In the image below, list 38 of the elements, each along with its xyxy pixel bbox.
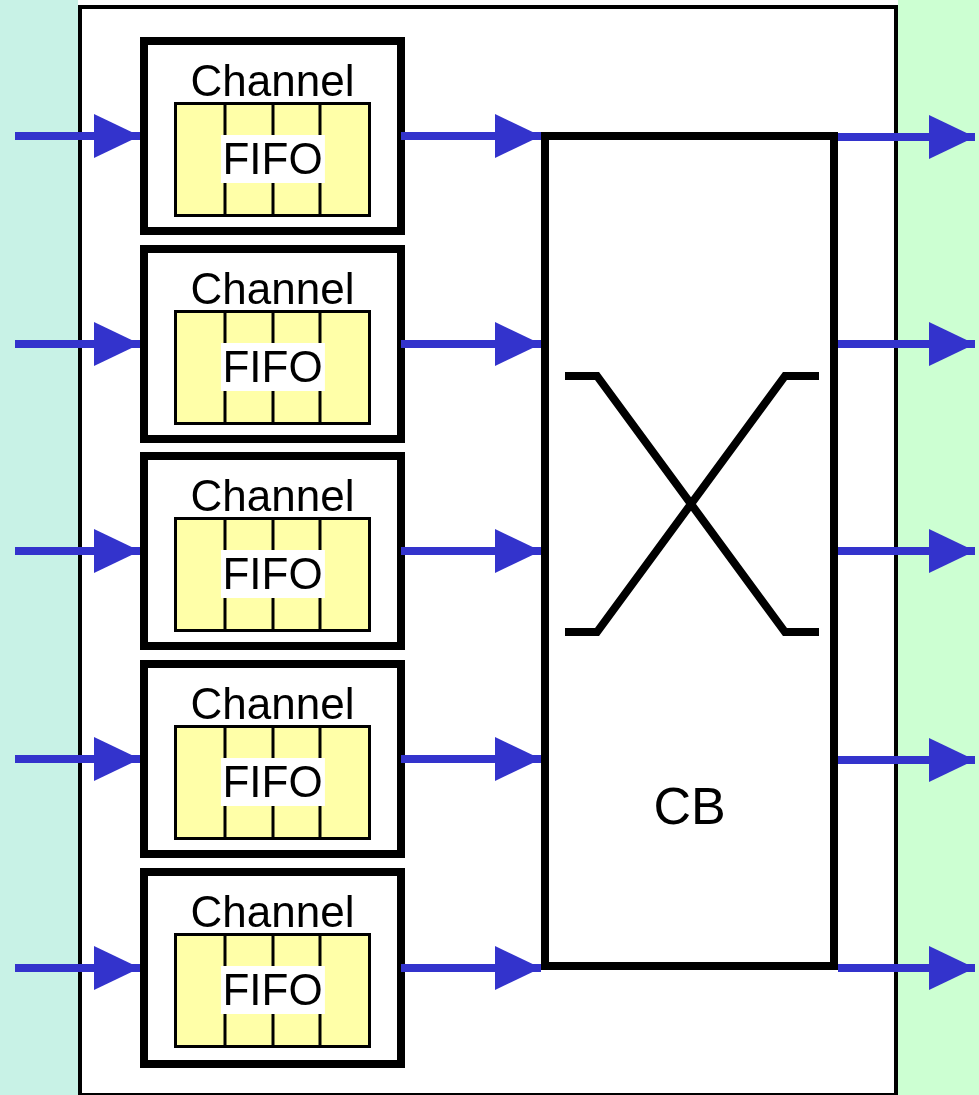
channel-box xyxy=(140,245,405,443)
fifo-label: FIFO xyxy=(220,966,325,1015)
fifo-label: FIFO xyxy=(220,758,325,807)
arrow xyxy=(15,322,140,366)
fifo-buffer xyxy=(174,517,371,632)
fifo-buffer xyxy=(174,102,371,217)
channel-label: Channel xyxy=(190,474,355,518)
channel-box xyxy=(140,452,405,650)
crossbar-box xyxy=(541,132,838,970)
arrow xyxy=(401,322,541,366)
arrow xyxy=(401,114,541,158)
channel-label: Channel xyxy=(190,890,355,934)
arrow xyxy=(15,114,140,158)
fifo-label: FIFO xyxy=(220,550,325,599)
crossbar-label: CB xyxy=(653,780,726,832)
arrow xyxy=(838,529,975,573)
fifo-buffer xyxy=(174,933,371,1048)
channel-box xyxy=(140,37,405,235)
channel-box xyxy=(140,660,405,858)
arrow xyxy=(838,322,975,366)
arrow xyxy=(838,946,975,990)
arrow xyxy=(15,737,140,781)
channel-label: Channel xyxy=(190,267,355,311)
arrow xyxy=(15,946,140,990)
arrow xyxy=(401,946,541,990)
fifo-buffer xyxy=(174,725,371,840)
fifo-buffer xyxy=(174,310,371,425)
arrow xyxy=(401,529,541,573)
fifo-label: FIFO xyxy=(220,343,325,392)
arrow xyxy=(838,115,975,159)
channel-box xyxy=(140,868,405,1068)
channel-label: Channel xyxy=(190,682,355,726)
system-box xyxy=(78,5,898,1095)
channel-label: Channel xyxy=(190,59,355,103)
arrow xyxy=(15,529,140,573)
arrow xyxy=(838,738,975,782)
fifo-label: FIFO xyxy=(220,135,325,184)
arrow xyxy=(401,737,541,781)
